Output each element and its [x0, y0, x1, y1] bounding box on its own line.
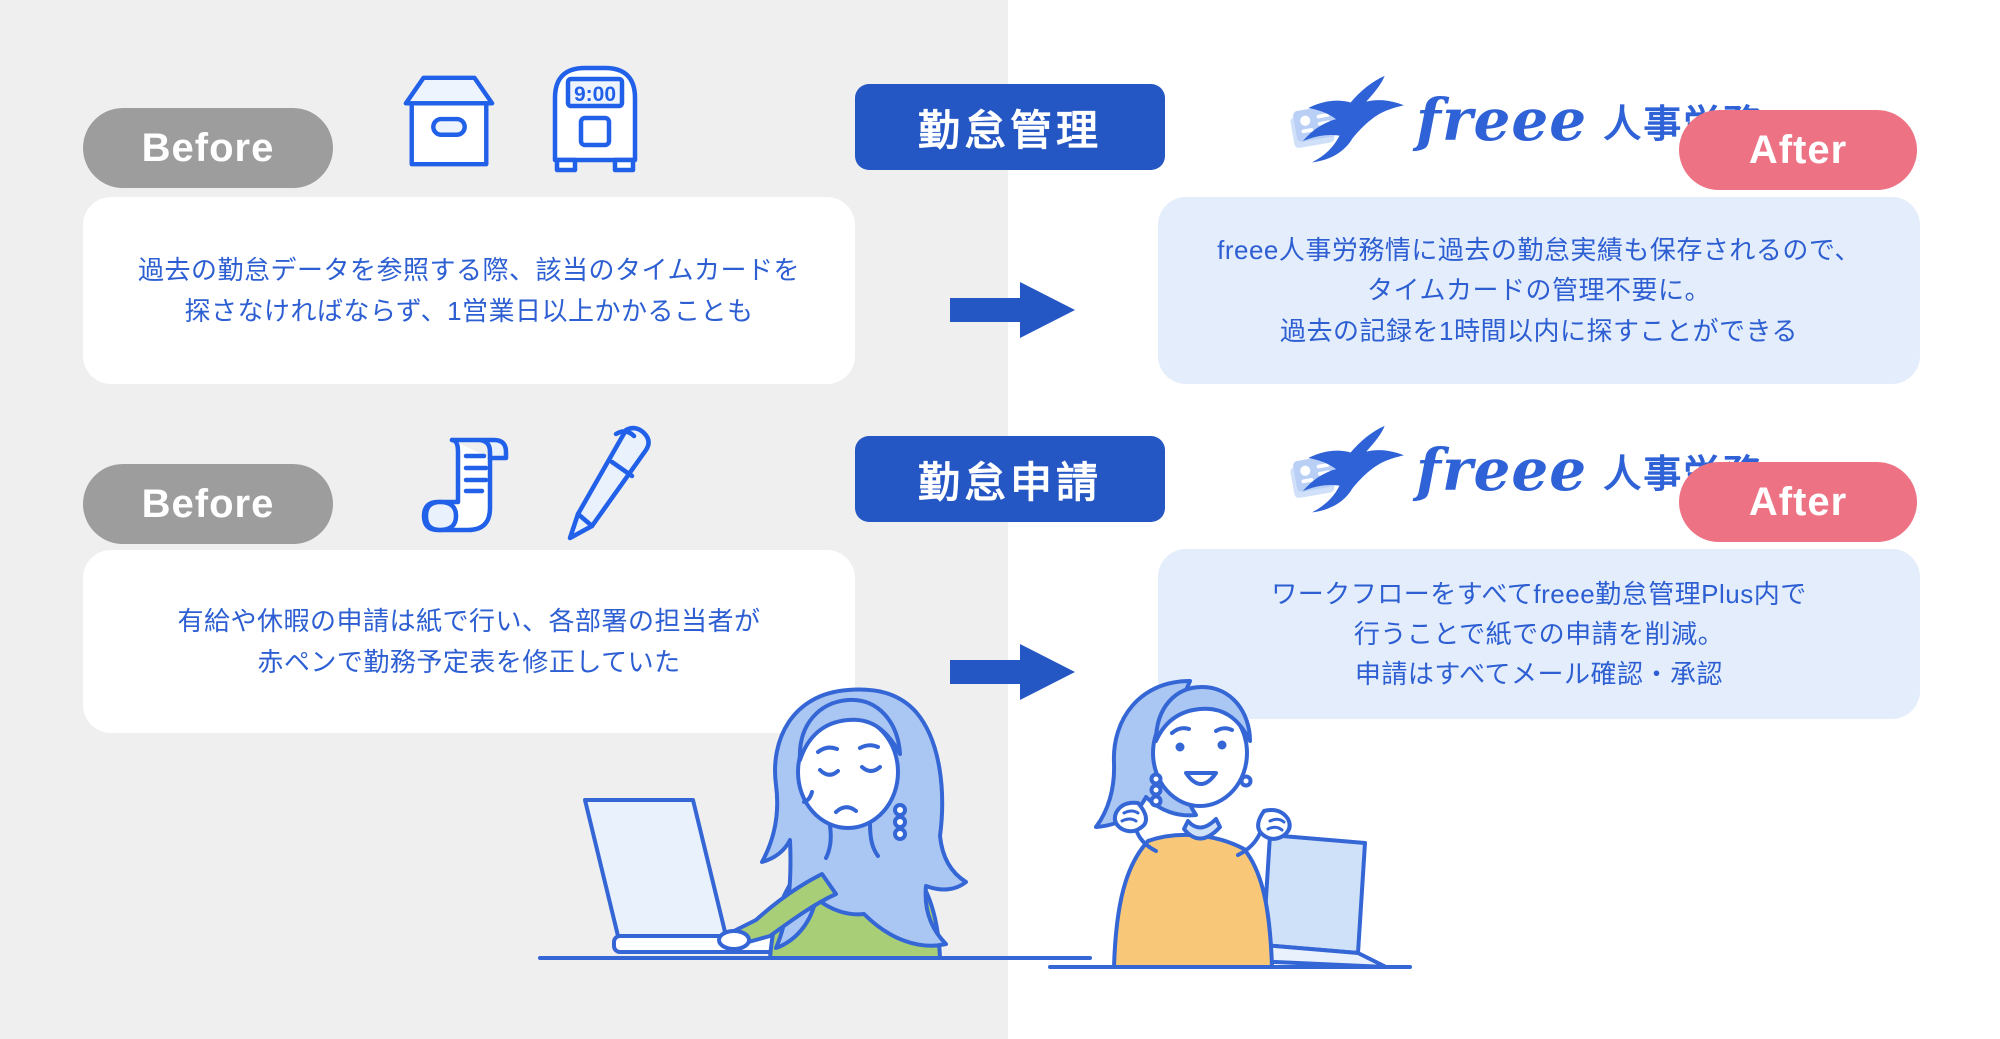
after-text-line: タイムカードの管理不要に。: [1367, 275, 1711, 306]
storage-box-icon: [403, 75, 495, 167]
after-description-box: ワークフローをすべてfreee勤怠管理Plus内で 行うことで紙での申請を削減。…: [1158, 549, 1920, 719]
before-pill: Before: [83, 108, 333, 188]
before-pill-label: Before: [141, 481, 275, 526]
pen-icon: [567, 425, 651, 541]
right-arrow-icon: [950, 644, 1075, 700]
category-badge-label: 勤怠申請: [917, 458, 1102, 506]
paper-scroll-icon: [421, 437, 509, 533]
happy-woman-illustration: [1048, 679, 1412, 969]
time-display: 9:00: [574, 83, 616, 106]
before-text-line: 有給や休暇の申請は紙で行い、各部署の担当者が: [177, 606, 761, 637]
category-badge-label: 勤怠管理: [917, 106, 1102, 154]
before-text-line: 赤ペンで勤務予定表を修正していた: [257, 646, 681, 677]
before-text-line: 探さなければならず、1営業日以上かかることも: [184, 295, 754, 326]
after-pill: After: [1679, 110, 1917, 190]
after-description-box: freee人事労務情に過去の勤怠実績も保存されるので、 タイムカードの管理不要に…: [1158, 197, 1920, 384]
after-text-line: 行うことで紙での申請を削減。: [1353, 618, 1725, 649]
after-text-line: ワークフローをすべてfreee勤怠管理Plus内で: [1271, 578, 1807, 609]
freee-logo-text: freee: [1416, 86, 1588, 154]
category-badge: 勤怠申請: [855, 436, 1165, 522]
freee-swallow-logo-icon: [1290, 75, 1404, 163]
freee-swallow-logo-icon: [1290, 425, 1404, 513]
after-text-line: 申請はすべてメール確認・承認: [1354, 659, 1724, 690]
after-text-line: 過去の記録を1時間以内に探すことができる: [1280, 315, 1798, 346]
right-arrow-icon: [950, 282, 1075, 338]
freee-logo-text: freee: [1416, 436, 1588, 504]
before-description-box: 有給や休暇の申請は紙で行い、各部署の担当者が 赤ペンで勤務予定表を修正していた: [83, 550, 855, 733]
after-text-line: freee人事労務情に過去の勤怠実績も保存されるので、: [1217, 235, 1861, 266]
sad-woman-at-laptop-illustration: [538, 687, 1092, 960]
time-recorder-icon: 9:00: [552, 65, 638, 173]
category-badge: 勤怠管理: [855, 84, 1165, 170]
before-pill: Before: [83, 464, 333, 544]
before-pill-label: Before: [141, 125, 275, 170]
freee-product-logo: freee 人事労務: [1282, 424, 1763, 516]
after-pill-label: After: [1748, 479, 1848, 524]
before-description-box: 過去の勤怠データを参照する際、該当のタイムカードを 探さなければならず、1営業日…: [83, 197, 855, 384]
before-text-line: 過去の勤怠データを参照する際、該当のタイムカードを: [138, 255, 800, 286]
after-pill-label: After: [1748, 127, 1848, 172]
after-pill: After: [1679, 462, 1917, 542]
